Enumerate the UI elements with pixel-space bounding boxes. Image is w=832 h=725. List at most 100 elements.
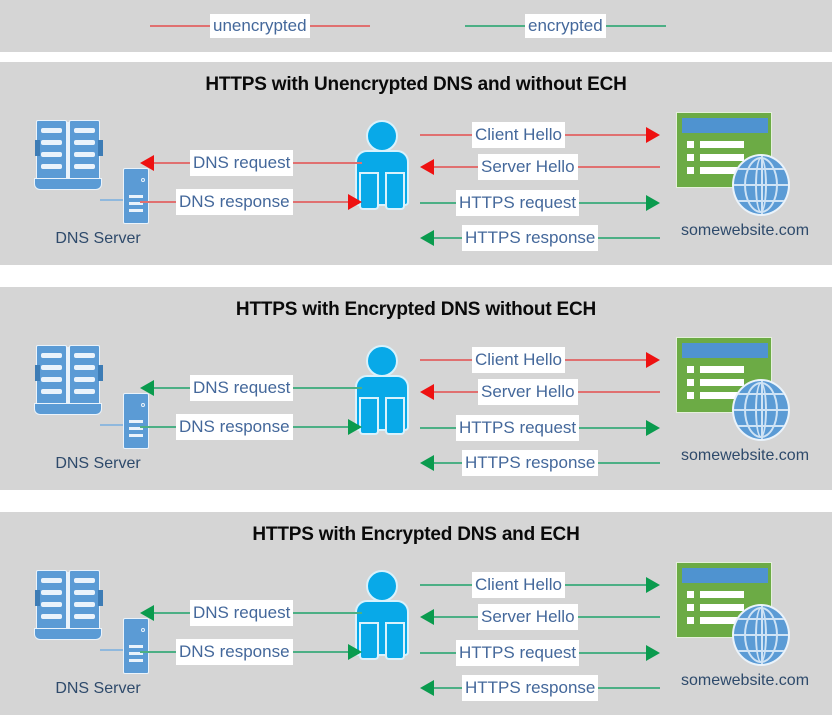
arrowhead-right-icon	[646, 577, 660, 593]
list-bullet	[687, 366, 694, 373]
dns-server-node: DNS Server	[18, 345, 188, 475]
arrowhead-left-icon	[420, 384, 434, 400]
arrowhead-right-icon	[646, 127, 660, 143]
book-text-line	[74, 377, 95, 382]
person-leg-0	[359, 622, 379, 660]
flow-line	[140, 201, 176, 203]
flow-label: Server Hello	[478, 604, 578, 630]
flow-line	[420, 652, 456, 654]
flow-label: DNS request	[190, 375, 294, 401]
book-text-line	[41, 602, 62, 607]
book-spine	[66, 122, 70, 180]
flow-line	[434, 237, 462, 239]
book-text-line	[74, 578, 95, 583]
book-half-right	[69, 345, 100, 407]
person-leg-1	[385, 172, 405, 210]
flow-label: HTTPS request	[456, 640, 580, 666]
panel-title: HTTPS with Encrypted DNS without ECH	[235, 299, 597, 320]
book-text-line	[74, 602, 95, 607]
server-slot	[129, 202, 143, 205]
arrowhead-right-icon	[646, 645, 660, 661]
flow-server-hello: Server Hello	[420, 604, 660, 630]
list-line	[700, 617, 744, 624]
flow-line	[140, 651, 176, 653]
list-line	[700, 392, 744, 399]
book-base	[34, 628, 102, 640]
list-line	[700, 154, 744, 161]
list-line	[700, 379, 744, 386]
dns-server-node: DNS Server	[18, 570, 188, 700]
flow-client-hello: Client Hello	[420, 347, 660, 373]
person-head-icon	[366, 120, 398, 152]
flow-label: DNS request	[190, 150, 294, 176]
flow-https-request: HTTPS request	[420, 190, 660, 216]
panel-2: HTTPS with Encrypted DNS without ECH DNS …	[0, 287, 832, 490]
globe-longitude-1	[755, 157, 767, 213]
browser-window-icon	[676, 112, 772, 188]
flow-line	[154, 387, 190, 389]
flow-line	[598, 687, 660, 689]
user-node	[355, 570, 415, 666]
book-spine	[66, 347, 70, 405]
flow-line	[598, 462, 660, 464]
book-text-line	[41, 377, 62, 382]
server-tower-icon	[123, 168, 149, 224]
flow-dns-request: DNS request	[140, 600, 362, 626]
book-text-line	[41, 128, 62, 133]
list-bullet	[687, 604, 694, 611]
server-slot	[129, 427, 143, 430]
list-line	[700, 366, 744, 373]
flow-label: DNS response	[176, 189, 293, 215]
server-slot	[129, 195, 143, 198]
server-slot	[129, 420, 143, 423]
flow-label: DNS request	[190, 600, 294, 626]
flow-line	[579, 427, 646, 429]
arrowhead-left-icon	[420, 159, 434, 175]
panel-1: HTTPS with Unencrypted DNS and without E…	[0, 62, 832, 265]
flow-client-hello: Client Hello	[420, 572, 660, 598]
legend-line-right	[605, 25, 666, 27]
person-head-icon	[366, 345, 398, 377]
person-leg-0	[359, 172, 379, 210]
server-tower-icon	[123, 618, 149, 674]
flow-line	[577, 166, 660, 168]
book-half-right	[69, 120, 100, 182]
flow-client-hello: Client Hello	[420, 122, 660, 148]
flow-line	[564, 134, 646, 136]
flow-line	[564, 584, 646, 586]
flow-dns-response: DNS response	[140, 189, 362, 215]
book-spine	[66, 572, 70, 630]
flow-label: Client Hello	[472, 347, 565, 373]
book-text-line	[41, 365, 62, 370]
legend-item-unencrypted: unencrypted	[150, 13, 370, 39]
flow-line	[140, 426, 176, 428]
dns-server-label: DNS Server	[55, 680, 141, 697]
flow-server-hello: Server Hello	[420, 154, 660, 180]
flow-line	[434, 166, 478, 168]
list-line	[700, 591, 744, 598]
network-cable	[100, 649, 136, 651]
arrowhead-right-icon	[348, 419, 362, 435]
book-text-line	[74, 614, 95, 619]
dns-server-label: DNS Server	[55, 230, 141, 247]
book-half-left	[36, 120, 67, 182]
flow-line	[420, 427, 456, 429]
website-label: somewebsite.com	[680, 222, 810, 239]
person-head-icon	[366, 570, 398, 602]
book-text-line	[74, 164, 95, 169]
flow-line	[434, 391, 478, 393]
book-text-line	[41, 353, 62, 358]
globe-longitude-1	[755, 607, 767, 663]
list-bullet	[687, 591, 694, 598]
list-bullet	[687, 154, 694, 161]
arrowhead-left-icon	[420, 680, 434, 696]
server-power-led	[141, 403, 145, 407]
flow-line	[434, 687, 462, 689]
arrowhead-right-icon	[348, 194, 362, 210]
book-half-right	[69, 570, 100, 632]
browser-title-bar	[682, 118, 768, 133]
server-slot	[129, 209, 143, 212]
book-tab-0	[35, 140, 40, 156]
